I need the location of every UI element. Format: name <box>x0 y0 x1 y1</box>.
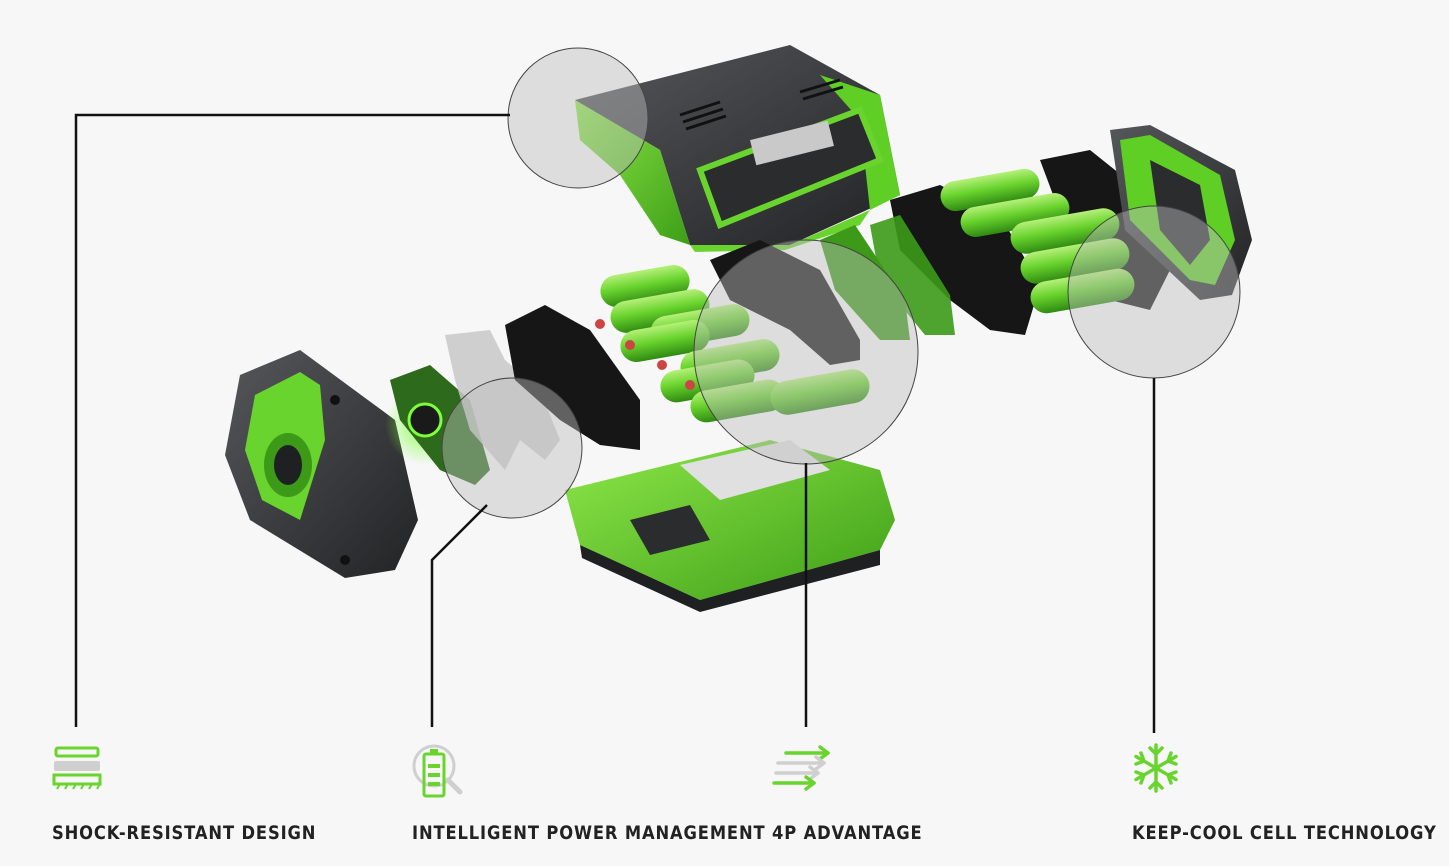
feature-label-keep-cool: KEEP-COOL CELL TECHNOLOGY <box>1132 822 1437 844</box>
bottom-tray <box>565 440 895 612</box>
left-end-cap <box>225 350 418 578</box>
magnifier-shock <box>507 47 649 189</box>
magnifier-callouts <box>441 47 1241 519</box>
snowflake-icon <box>1134 743 1178 793</box>
magnifier-cooling <box>1067 205 1241 379</box>
layers-shock-icon <box>52 746 102 790</box>
bus-plates <box>820 215 955 340</box>
parallel-arrows-icon <box>772 745 830 791</box>
feature-label-shock-resistant: SHOCK-RESISTANT DESIGN <box>52 822 317 844</box>
feature-label-4p-advantage: 4P ADVANTAGE <box>772 822 923 844</box>
right-end-cap <box>1110 125 1252 300</box>
cell-terminals <box>595 319 695 390</box>
magnifier-pcb <box>441 377 583 519</box>
callout-line-shock <box>74 113 510 727</box>
callout-lines <box>74 113 1156 733</box>
callout-line-power <box>430 504 488 727</box>
cell-group-rear <box>940 168 1135 314</box>
battery-search-icon <box>412 744 463 798</box>
top-cover <box>575 45 900 252</box>
feature-label-power-management: INTELLIGENT POWER MANAGEMENT <box>412 822 766 844</box>
magnifier-4p <box>693 239 919 465</box>
battery-cells <box>595 168 1135 423</box>
pcb-board <box>385 365 490 485</box>
cell-group-front <box>600 264 870 423</box>
insulator-sheet <box>445 330 560 470</box>
